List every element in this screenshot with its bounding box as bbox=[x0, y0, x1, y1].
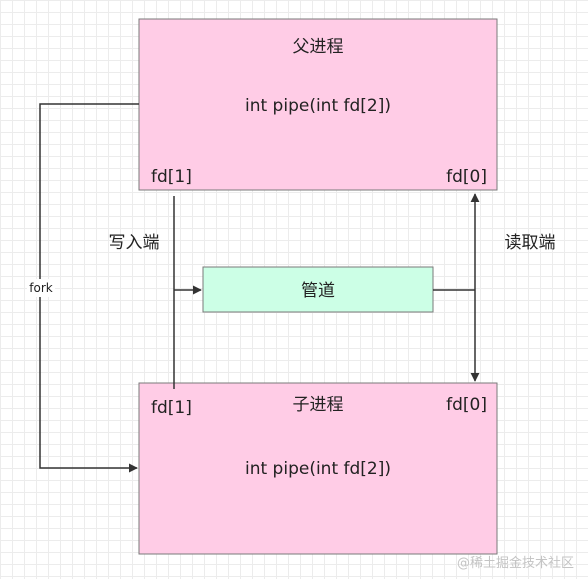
fork-label-background bbox=[27, 279, 55, 297]
child-read-fd-label: fd[0] bbox=[446, 395, 487, 415]
read-end-label: 读取端 bbox=[505, 233, 556, 253]
child-process-code: int pipe(int fd[2]) bbox=[245, 459, 391, 479]
child-process-box bbox=[138, 382, 498, 555]
parent-process-title: 父进程 bbox=[293, 37, 344, 57]
child-write-fd-label: fd[1] bbox=[151, 398, 192, 418]
parent-write-fd-label: fd[1] bbox=[151, 167, 192, 187]
parent-read-fd-label: fd[0] bbox=[446, 167, 487, 187]
pipe-label: 管道 bbox=[301, 281, 335, 301]
parent-process-code: int pipe(int fd[2]) bbox=[245, 96, 391, 116]
child-process-title: 子进程 bbox=[293, 395, 344, 415]
pipe-box bbox=[202, 266, 434, 313]
parent-process-box bbox=[138, 18, 498, 191]
fork-label: fork bbox=[29, 281, 53, 295]
write-end-label: 写入端 bbox=[109, 233, 160, 253]
watermark: @稀土掘金技术社区 bbox=[456, 556, 574, 571]
